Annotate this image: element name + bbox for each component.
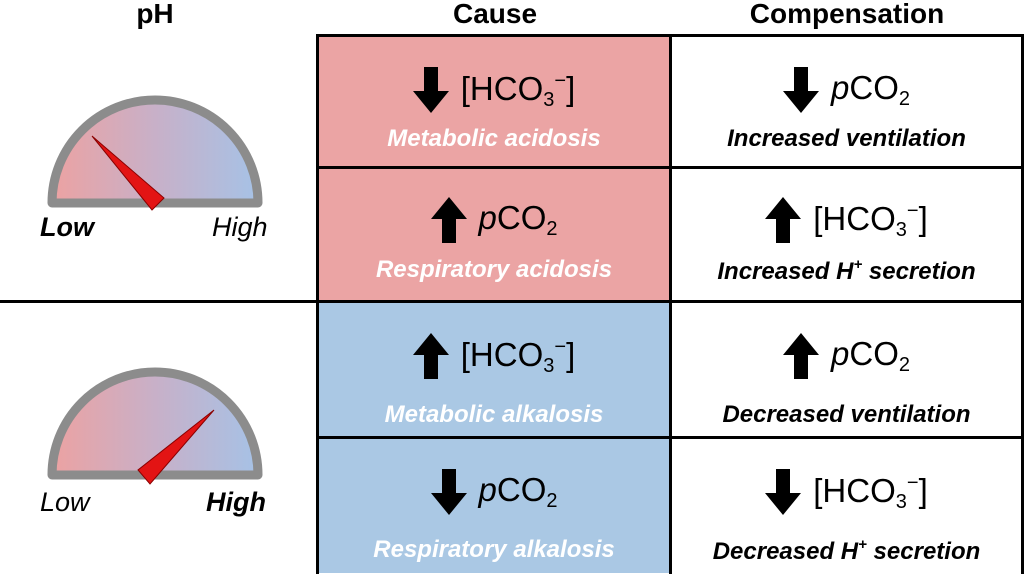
comp-cell-increased-h-secretion: [HCO3−] Increased H+ secretion xyxy=(672,169,1021,300)
cause-label: Respiratory acidosis xyxy=(375,256,613,283)
ph-header: pH xyxy=(136,0,174,29)
gauge-low-label: Low xyxy=(40,212,94,242)
cause-label: Metabolic alkalosis xyxy=(384,401,604,428)
cause-label: Respiratory alkalosis xyxy=(373,536,615,563)
comp-cell-decreased-ventilation: pCO2 Decreased ventilation xyxy=(672,303,1021,436)
pco2-expr: pCO2 xyxy=(831,335,910,376)
pco2-expr: pCO2 xyxy=(831,69,910,110)
gauge-high-label: High xyxy=(206,487,266,517)
down-arrow-icon xyxy=(430,469,467,515)
down-arrow-icon xyxy=(765,469,802,515)
gauge-needle xyxy=(137,409,215,485)
cause-cell-metabolic-alkalosis: [HCO3−] Metabolic alkalosis xyxy=(319,303,669,436)
table-border-right xyxy=(1021,34,1024,574)
gauge-low-label: Low xyxy=(40,487,90,517)
section-divider xyxy=(0,300,1024,303)
cause-cell-respiratory-acidosis: pCO2 Respiratory acidosis xyxy=(319,169,669,300)
compensation-label: Decreased H+ secretion xyxy=(712,536,981,565)
cause-cell-respiratory-alkalosis: pCO2 Respiratory alkalosis xyxy=(319,439,669,574)
down-arrow-icon xyxy=(412,67,449,113)
table-row-divider-3 xyxy=(316,436,1024,439)
cause-header: Cause xyxy=(452,0,538,29)
compensation-label: Decreased ventilation xyxy=(722,401,971,428)
pco2-expr: pCO2 xyxy=(478,471,558,512)
bicarbonate-expr: [HCO3−] xyxy=(813,199,928,241)
cause-label: Metabolic acidosis xyxy=(387,125,601,152)
up-arrow-icon xyxy=(783,333,819,379)
gauge-high-label: High xyxy=(212,212,268,242)
ph-gauge-low xyxy=(47,95,263,211)
table-row-divider-1 xyxy=(316,166,1024,169)
up-arrow-icon xyxy=(765,197,802,243)
compensation-header: Compensation xyxy=(749,0,945,29)
compensation-label: Increased ventilation xyxy=(727,125,966,152)
up-arrow-icon xyxy=(412,333,449,379)
table-border-mid xyxy=(669,34,672,574)
table-border-left xyxy=(316,34,319,574)
up-arrow-icon xyxy=(430,197,467,243)
comp-cell-increased-ventilation: pCO2 Increased ventilation xyxy=(672,37,1021,166)
ph-gauge-high xyxy=(47,367,263,485)
bicarbonate-expr: [HCO3−] xyxy=(460,69,576,111)
compensation-label: Increased H+ secretion xyxy=(717,256,976,285)
gauge-needle xyxy=(91,135,165,211)
cause-cell-metabolic-acidosis: [HCO3−] Metabolic acidosis xyxy=(319,37,669,166)
bicarbonate-expr: [HCO3−] xyxy=(460,335,576,377)
pco2-expr: pCO2 xyxy=(478,199,558,240)
down-arrow-icon xyxy=(783,67,819,113)
bicarbonate-expr: [HCO3−] xyxy=(813,471,928,513)
comp-cell-decreased-h-secretion: [HCO3−] Decreased H+ secretion xyxy=(672,439,1021,574)
